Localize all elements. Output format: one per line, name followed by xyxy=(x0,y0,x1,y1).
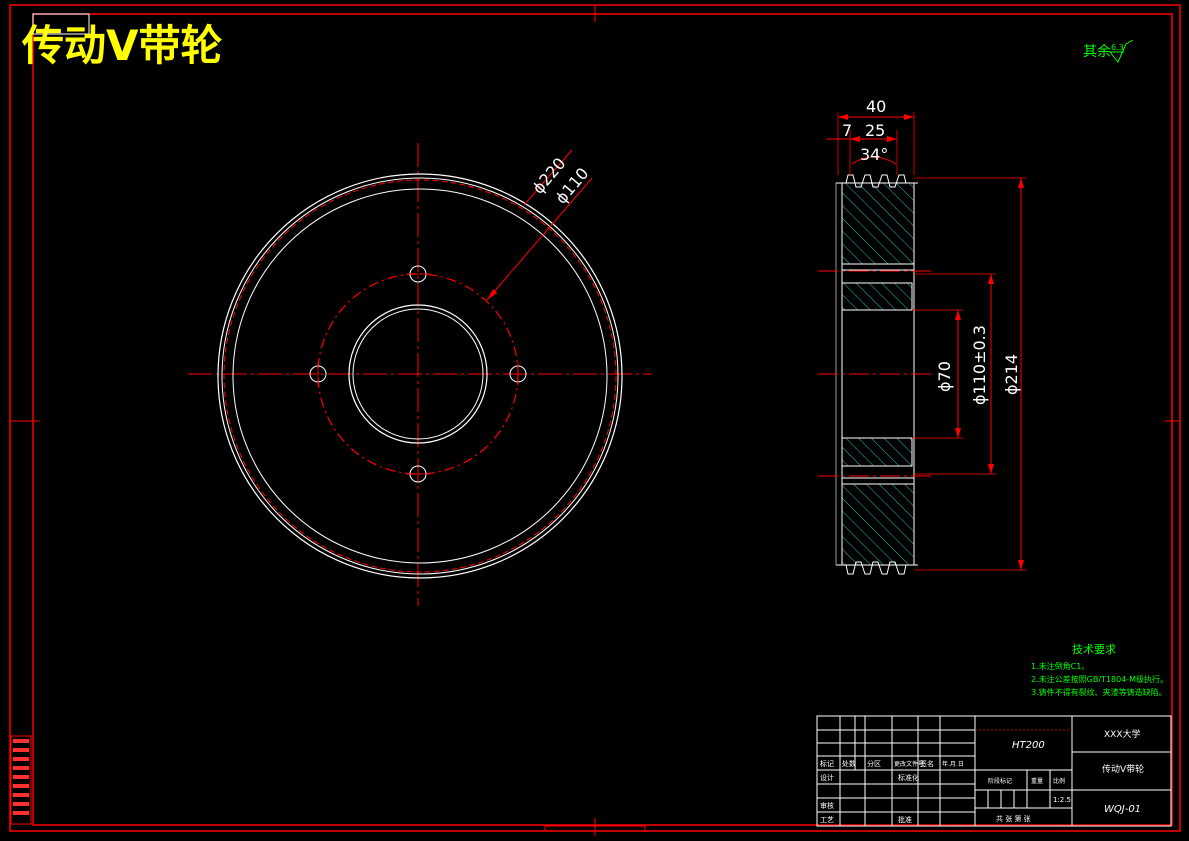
hub-outer-circle xyxy=(348,304,488,444)
roughness-prefix: 其余 xyxy=(1083,43,1111,60)
hub-bore-circle xyxy=(352,308,484,440)
rim-section-bottom xyxy=(841,483,915,566)
dim-offset: 7 xyxy=(842,121,852,140)
left-margin-stamp xyxy=(10,735,32,825)
tb-label-sheets: 共 张 第 张 xyxy=(996,814,1031,823)
tb-drawing-no: WQJ-01 xyxy=(1104,804,1141,815)
tb-label-mark: 标记 xyxy=(820,759,834,768)
roughness-value: 6.3 xyxy=(1111,43,1124,52)
tech-item-2: 2.未注公差按照GB/T1804-M级执行。 xyxy=(1031,674,1168,684)
tb-school: XXX大学 xyxy=(1104,728,1141,740)
tech-item-3: 3.铸件不得有裂纹、夹渣等铸造缺陷。 xyxy=(1031,687,1167,697)
roughness-symbol xyxy=(1109,39,1134,63)
front-view: ϕ220 ϕ110 xyxy=(188,143,652,606)
grooves-bottom xyxy=(836,561,918,575)
tech-item-1: 1.未注倒角C1。 xyxy=(1031,661,1089,671)
rim-section-top xyxy=(841,182,915,265)
dim-groove-angle: 34° xyxy=(860,145,888,164)
drawing-title: 传动V带轮 xyxy=(21,21,223,70)
tb-label-signature: 签名 xyxy=(920,759,934,768)
tb-label-standardize: 标准化 xyxy=(898,773,919,782)
roughness-note: 其余 6.3 xyxy=(1083,39,1134,63)
tb-label-date: 年.月.日 xyxy=(942,760,964,768)
dim-section-outer-diameter: ϕ214 xyxy=(1002,354,1021,395)
sheet-border xyxy=(9,4,1181,836)
tb-material: HT200 xyxy=(1012,740,1045,751)
grooves-top xyxy=(836,174,918,188)
outer-rim-circle xyxy=(217,173,623,579)
tb-label-process: 工艺 xyxy=(820,816,834,824)
title-block: 标记 处数 分区 更改文件号 签名 年.月.日 设计 标准化 审核 工艺 批准 … xyxy=(816,715,1172,827)
tb-label-change-doc: 更改文件号 xyxy=(894,760,924,768)
dim-bore-diameter: ϕ70 xyxy=(935,361,954,392)
tech-requirements: 技术要求 1.未注倒角C1。 2.未注公差按照GB/T1804-M级执行。 3.… xyxy=(1031,643,1168,697)
front-leaders xyxy=(486,149,593,301)
pitch-circle xyxy=(223,179,617,573)
dim-hub-diameter: ϕ110±0.3 xyxy=(970,325,989,405)
tb-label-approve: 批准 xyxy=(898,815,912,824)
tb-label-weight: 重量 xyxy=(1031,777,1043,785)
tech-heading: 技术要求 xyxy=(1072,643,1116,656)
tb-label-scale: 比例 xyxy=(1053,777,1065,785)
tb-label-count: 处数 xyxy=(842,759,856,768)
section-extension-lines xyxy=(837,112,1026,571)
tb-label-review: 审核 xyxy=(820,801,834,810)
section-view: 40 7 25 34° ϕ70 ϕ110±0.3 ϕ214 xyxy=(818,97,1026,575)
tb-label-zone: 分区 xyxy=(867,759,881,768)
dim-width-total: 40 xyxy=(866,97,886,116)
tb-part-name: 传动V带轮 xyxy=(1102,763,1144,775)
tb-label-design: 设计 xyxy=(820,773,834,782)
tb-label-stage-mark: 阶段标记 xyxy=(988,777,1012,785)
corner-tag-box xyxy=(32,13,90,35)
outer-rim-inner-circle xyxy=(221,177,619,575)
dim-groove-pitch: 25 xyxy=(865,121,885,140)
groove-bottom-circle xyxy=(232,188,608,564)
hub-section-bottom xyxy=(841,437,913,467)
section-dimension-lines xyxy=(826,116,1022,570)
front-centerlines xyxy=(188,143,652,606)
tb-scale-value: 1:2.5 xyxy=(1053,796,1071,804)
hub-section-top xyxy=(841,282,913,311)
